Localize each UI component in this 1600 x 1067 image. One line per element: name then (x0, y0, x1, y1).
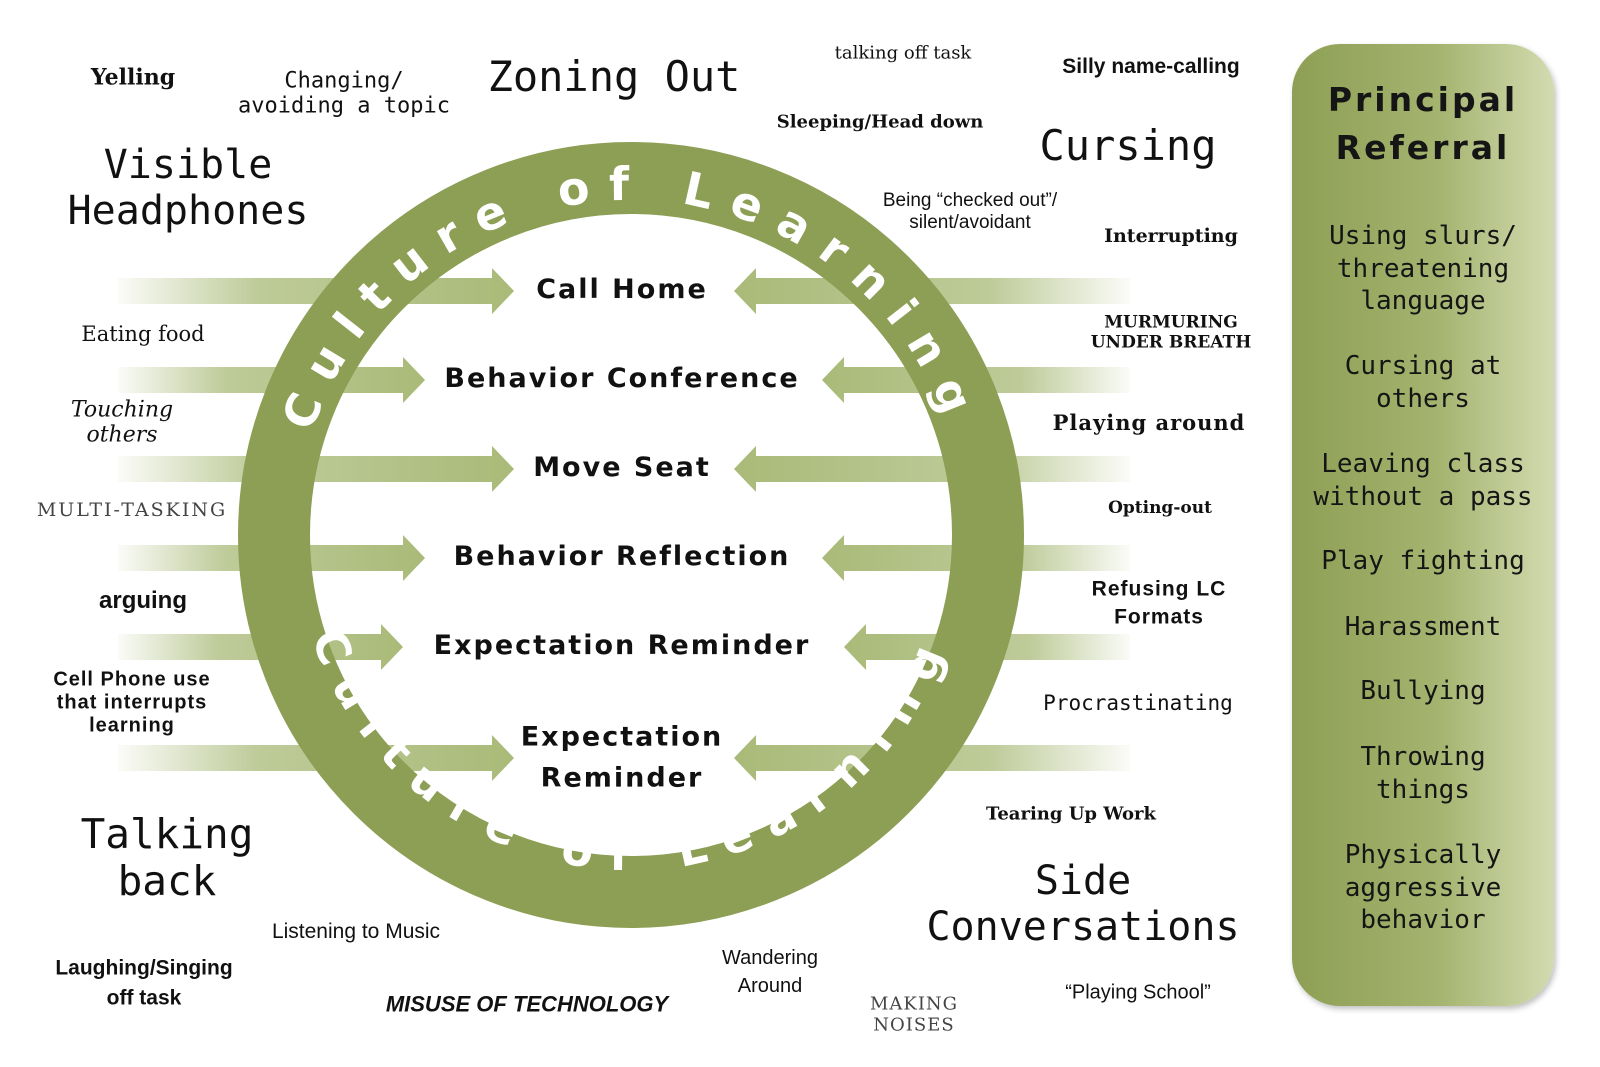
behavior-side-conversations: Side Conversations (926, 858, 1240, 950)
behavior-misuse-of-technology: MISUSE OF TECHNOLOGY (385, 991, 669, 1017)
behavior-procrastinating: Procrastinating (1043, 690, 1233, 715)
behavior-listening-to-music: Listening to Music (271, 919, 441, 943)
referral-item-bullying: Bullying (1360, 676, 1486, 706)
behavior-zoning-out: Zoning Out (487, 51, 741, 101)
behavior-silly-name-calling: Silly name-calling (1062, 54, 1240, 78)
behavior-checked-out: Being “checked out”/ silent/avoidant (882, 190, 1058, 233)
referral-item-harassment: Harassment (1344, 612, 1502, 642)
step-move-seat: Move Seat (533, 451, 711, 483)
behavior-opting-out: Opting-out (1108, 498, 1212, 519)
culture-of-learning-ring (238, 142, 1024, 928)
referral-item-slurs: Using slurs/ threatening language (1329, 221, 1517, 316)
behavior-arguing: arguing (99, 587, 187, 615)
referral-item-physically-aggressive: Physically aggressive behavior (1344, 840, 1502, 935)
behavior-talking-off-task: talking off task (834, 42, 972, 64)
behavior-eating-food: Eating food (81, 321, 205, 346)
behavior-touching-others: Touching others (70, 397, 174, 448)
behavior-refusing-lc-formats: Refusing LC Formats (1091, 577, 1227, 629)
behavior-cursing: Cursing (1039, 120, 1217, 170)
step-expectation-reminder: Expectation Reminder (433, 629, 811, 661)
behavior-multi-tasking: MULTI-TASKING (36, 499, 228, 522)
behavior-visible-headphones: Visible Headphones (67, 142, 309, 234)
step-expectation-reminder-final: Expectation Reminder (520, 721, 724, 794)
behavior-making-noises: MAKING NOISES (869, 993, 959, 1035)
principal-referral-title: Principal Referral (1327, 80, 1519, 167)
referral-item-play-fighting: Play fighting (1321, 546, 1525, 576)
arrow-right-3 (734, 446, 1130, 492)
behavior-tearing-up-work: Tearing Up Work (986, 803, 1156, 825)
behavior-cell-phone-use: Cell Phone use that interrupts learning (53, 668, 211, 737)
behavior-talking-back: Talking back (80, 809, 254, 905)
referral-item-cursing-at-others: Cursing at others (1344, 351, 1502, 414)
behavior-playing-around: Playing around (1052, 409, 1246, 435)
step-behavior-reflection: Behavior Reflection (453, 540, 791, 572)
referral-item-throwing-things: Throwing things (1360, 742, 1486, 805)
behavior-interrupting: Interrupting (1104, 225, 1238, 248)
principal-referral-panel: Principal Referral Using slurs/ threaten… (1292, 44, 1554, 1006)
behavior-yelling: Yelling (90, 64, 176, 91)
behavior-sleeping-head-down: Sleeping/Head down (776, 111, 984, 133)
behavior-playing-school: “Playing School” (1065, 981, 1211, 1004)
behavior-murmuring: MURMURING UNDER BREATH (1090, 312, 1252, 352)
step-behavior-conference: Behavior Conference (444, 362, 800, 394)
behavior-wandering-around: Wandering Around (722, 947, 818, 997)
behavior-changing-topic: Changing/ avoiding a topic (238, 68, 450, 119)
referral-item-leaving-class: Leaving class without a pass (1313, 449, 1533, 512)
step-call-home: Call Home (536, 273, 708, 305)
behavior-laughing-singing: Laughing/Singing off task (55, 956, 233, 1010)
